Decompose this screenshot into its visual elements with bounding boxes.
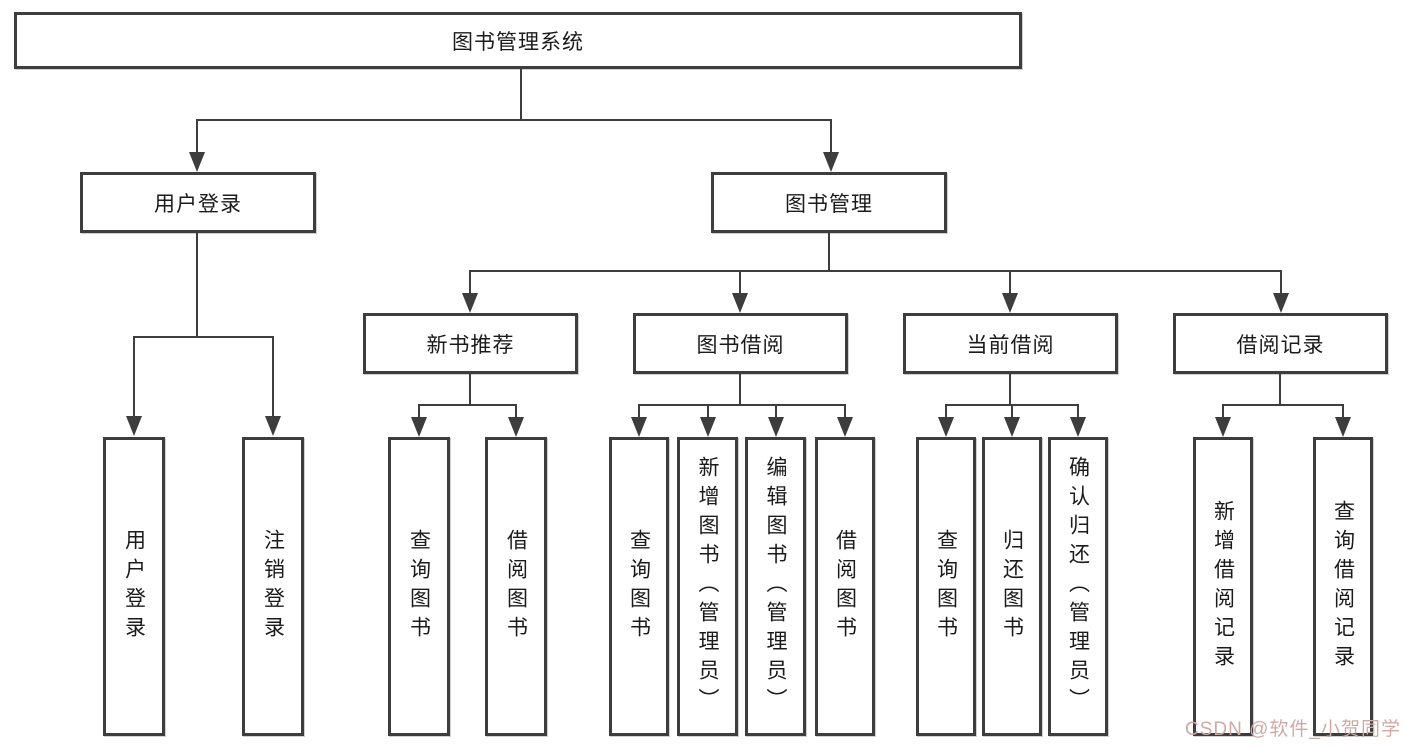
arrow-down-icon — [126, 416, 142, 436]
connector-line — [1222, 404, 1224, 418]
connector-line — [945, 404, 947, 418]
connector-line — [828, 233, 830, 271]
arrow-down-icon — [508, 417, 524, 437]
node-new-book-recommend: 新书推荐 — [363, 313, 578, 374]
node-borrow-records-label: 借阅记录 — [1236, 333, 1325, 357]
connector-line — [418, 404, 517, 406]
node-book-borrow: 图书借阅 — [633, 313, 848, 374]
arrow-down-icon — [265, 416, 281, 436]
connector-line — [520, 68, 522, 121]
arrow-down-icon — [1273, 293, 1289, 313]
watermark: CSDN @软件_小贺同学 — [1185, 719, 1401, 740]
leaf-bb-borrow-books-label: 借阅图书 — [833, 528, 857, 645]
connector-line — [1009, 374, 1011, 405]
arrow-down-icon — [823, 152, 839, 172]
leaf-bb-query-books: 查询图书 — [609, 437, 669, 736]
arrow-down-icon — [631, 417, 647, 437]
node-root: 图书管理系统 — [14, 12, 1022, 69]
node-borrow-records: 借阅记录 — [1173, 313, 1388, 374]
connector-line — [196, 119, 832, 121]
leaf-logout-label: 注销登录 — [261, 528, 285, 645]
connector-line — [1222, 404, 1344, 406]
leaf-bb-edit-books-admin-label: 编辑图书（管理员） — [764, 456, 787, 717]
leaf-cb-confirm-return-admin: 确认归还（管理员） — [1048, 437, 1108, 736]
arrow-down-icon — [1215, 417, 1231, 437]
leaf-cb-return-books-label: 归还图书 — [1000, 528, 1024, 645]
leaf-cb-return-books: 归还图书 — [982, 437, 1042, 736]
connector-line — [133, 336, 135, 417]
arrow-down-icon — [837, 417, 853, 437]
connector-line — [1009, 270, 1011, 294]
leaf-br-query-record-label: 查询借阅记录 — [1331, 499, 1355, 674]
leaf-logout: 注销登录 — [242, 437, 304, 736]
connector-line — [844, 404, 846, 418]
leaf-br-add-record: 新增借阅记录 — [1193, 437, 1253, 736]
leaf-bb-borrow-books: 借阅图书 — [815, 437, 875, 736]
node-user-login-label: 用户登录 — [154, 192, 242, 216]
leaf-cb-confirm-return-admin-label: 确认归还（管理员） — [1066, 456, 1090, 717]
connector-line — [515, 404, 517, 418]
leaf-cb-query-books-label: 查询图书 — [934, 528, 958, 645]
connector-line — [638, 404, 846, 406]
arrow-down-icon — [462, 293, 478, 313]
leaf-nb-query-books-label: 查询图书 — [407, 528, 431, 645]
arrow-down-icon — [768, 417, 784, 437]
leaf-br-add-record-label: 新增借阅记录 — [1211, 499, 1235, 674]
connector-line — [196, 233, 198, 337]
node-current-borrow: 当前借阅 — [903, 313, 1118, 374]
connector-line — [418, 404, 420, 418]
arrow-down-icon — [732, 293, 748, 313]
connector-line — [133, 336, 274, 338]
arrow-down-icon — [1004, 417, 1020, 437]
node-current-borrow-label: 当前借阅 — [966, 333, 1055, 357]
connector-line — [739, 374, 741, 405]
connector-line — [469, 374, 471, 405]
arrow-down-icon — [189, 152, 205, 172]
connector-line — [469, 270, 1282, 272]
connector-line — [272, 336, 274, 417]
node-book-management: 图书管理 — [711, 172, 947, 233]
connector-line — [196, 119, 198, 154]
connector-line — [739, 270, 741, 294]
node-user-login: 用户登录 — [80, 172, 316, 233]
arrow-down-icon — [1335, 417, 1351, 437]
node-book-borrow-label: 图书借阅 — [696, 333, 785, 357]
leaf-cb-query-books: 查询图书 — [916, 437, 976, 736]
connector-line — [1279, 374, 1281, 405]
connector-line — [1011, 404, 1013, 418]
node-book-management-label: 图书管理 — [785, 192, 873, 216]
connector-line — [707, 404, 709, 418]
leaf-user-login-label: 用户登录 — [122, 528, 146, 645]
connector-line — [1342, 404, 1344, 418]
leaf-nb-query-books: 查询图书 — [388, 437, 450, 736]
arrow-down-icon — [1070, 417, 1086, 437]
connector-line — [775, 404, 777, 418]
connector-line — [469, 270, 471, 294]
leaf-user-login: 用户登录 — [103, 437, 165, 736]
arrow-down-icon — [700, 417, 716, 437]
connector-line — [1077, 404, 1079, 418]
leaf-bb-add-books-admin-label: 新增图书（管理员） — [696, 456, 719, 717]
leaf-br-query-record: 查询借阅记录 — [1313, 437, 1373, 736]
arrow-down-icon — [938, 417, 954, 437]
arrow-down-icon — [411, 417, 427, 437]
leaf-nb-borrow-books-label: 借阅图书 — [504, 528, 528, 645]
node-root-label: 图书管理系统 — [452, 30, 584, 54]
connector-line — [638, 404, 640, 418]
leaf-nb-borrow-books: 借阅图书 — [485, 437, 547, 736]
leaf-bb-edit-books-admin: 编辑图书（管理员） — [745, 437, 806, 736]
node-new-book-recommend-label: 新书推荐 — [426, 333, 515, 357]
leaf-bb-query-books-label: 查询图书 — [627, 528, 651, 645]
leaf-bb-add-books-admin: 新增图书（管理员） — [677, 437, 738, 736]
arrow-down-icon — [1002, 293, 1018, 313]
connector-line — [1280, 270, 1282, 294]
connector-line — [830, 119, 832, 154]
